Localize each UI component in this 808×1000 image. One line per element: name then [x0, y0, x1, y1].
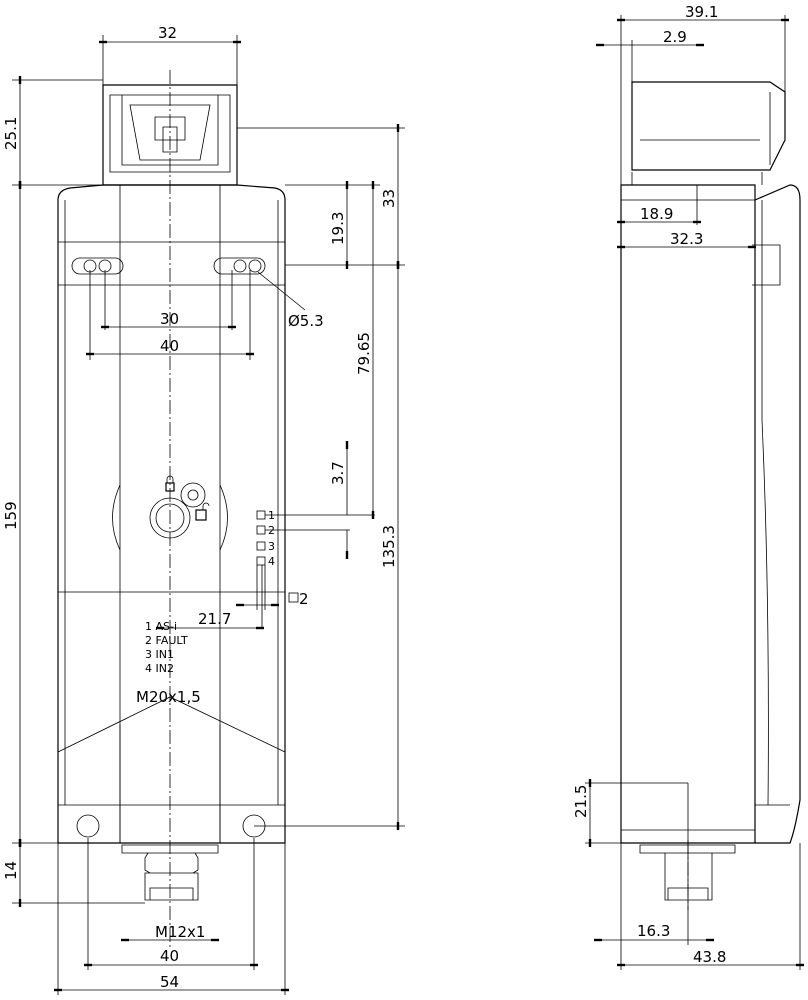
led-1	[256, 510, 266, 520]
side-connector	[639, 844, 736, 901]
release-recess	[112, 484, 228, 551]
front-view: 1 2 3 4 2 21.7 1 AS-i 2 FAULT 3 IN1 4 IN…	[2, 24, 405, 995]
led-4	[256, 556, 266, 566]
dim-hole-to-hole-height: 135.3	[380, 525, 398, 568]
led-3	[256, 541, 266, 551]
leader-line	[257, 271, 306, 311]
side-housing	[620, 184, 756, 844]
led-extension-lines	[256, 514, 375, 628]
release-indicator	[180, 482, 206, 508]
dim-connector-offset: 16.3	[637, 922, 670, 940]
extension-lines	[102, 35, 238, 85]
release-indicator-inner	[187, 489, 199, 501]
dim-hole-inner-spacing: 30	[160, 310, 179, 328]
extension-lines	[89, 270, 251, 360]
dim-offset-top: 2.9	[663, 28, 687, 46]
cable-thread-label: M20x1,5	[136, 688, 201, 706]
dim-bottom-hole-spacing: 40	[160, 947, 179, 965]
unlock-icon-shackle	[202, 502, 210, 510]
dim-overall-depth: 43.8	[693, 948, 726, 966]
led-label-2: 2	[268, 524, 275, 537]
dim-total-depth: 39.1	[685, 3, 718, 21]
led-legend-4: 4 IN2	[145, 662, 174, 675]
dim-hole-to-led: 79.65	[355, 332, 373, 375]
side-actuator-head	[631, 81, 786, 171]
led-offset-dim: 21.7	[198, 610, 231, 628]
unlock-icon	[195, 509, 207, 521]
led-label-3: 3	[268, 540, 275, 553]
slot-hole	[248, 259, 262, 273]
mounting-hole-bottom-left	[76, 814, 100, 838]
side-head-detail	[631, 92, 771, 185]
housing-detail-lines	[58, 185, 285, 843]
dim-top-to-hole-right: 33	[380, 189, 398, 208]
square-symbol	[288, 592, 299, 603]
extension-lines	[12, 79, 405, 904]
led-legend-3: 3 IN1	[145, 648, 174, 661]
side-detail-lines	[621, 199, 790, 831]
dim-led-spacing: 3.7	[329, 461, 347, 485]
dim-connector-height: 25.1	[2, 117, 20, 150]
extension-lines	[585, 15, 801, 970]
led-label-1: 1	[268, 509, 275, 522]
dim-total-height: 159	[2, 501, 20, 530]
extension-lines	[57, 838, 286, 995]
dim-connector-width: 32	[158, 24, 177, 42]
connector-thread-label: M12x1	[155, 923, 205, 941]
led-legend-2: 2 FAULT	[145, 634, 188, 647]
dim-connector-length: 14	[2, 861, 20, 880]
housing-chevron	[57, 696, 286, 843]
slot-hole	[233, 259, 247, 273]
m12-connector	[121, 844, 219, 901]
led-2	[256, 525, 266, 535]
led-width-dim: 2	[299, 590, 309, 608]
dim-hole-depth: 18.9	[640, 205, 673, 223]
dim-hole-spacing: 40	[160, 337, 179, 355]
dim-side-connector-height: 21.5	[572, 785, 590, 818]
led-legend-1: 1 AS-i	[145, 620, 177, 633]
dim-body-depth: 32.3	[670, 230, 703, 248]
mounting-slot-right	[213, 257, 266, 275]
dim-hole-diameter: Ø5.3	[288, 312, 324, 330]
side-view: 39.1 2.9 18.9 32.3 21.5 16.3 43.8	[572, 3, 804, 970]
dim-total-width: 54	[160, 973, 179, 991]
housing-outline	[57, 184, 286, 844]
dim-top-to-hole: 19.3	[329, 212, 347, 245]
mounting-slot-left	[71, 257, 124, 275]
side-cover	[754, 184, 801, 844]
led-label-4: 4	[268, 555, 275, 568]
